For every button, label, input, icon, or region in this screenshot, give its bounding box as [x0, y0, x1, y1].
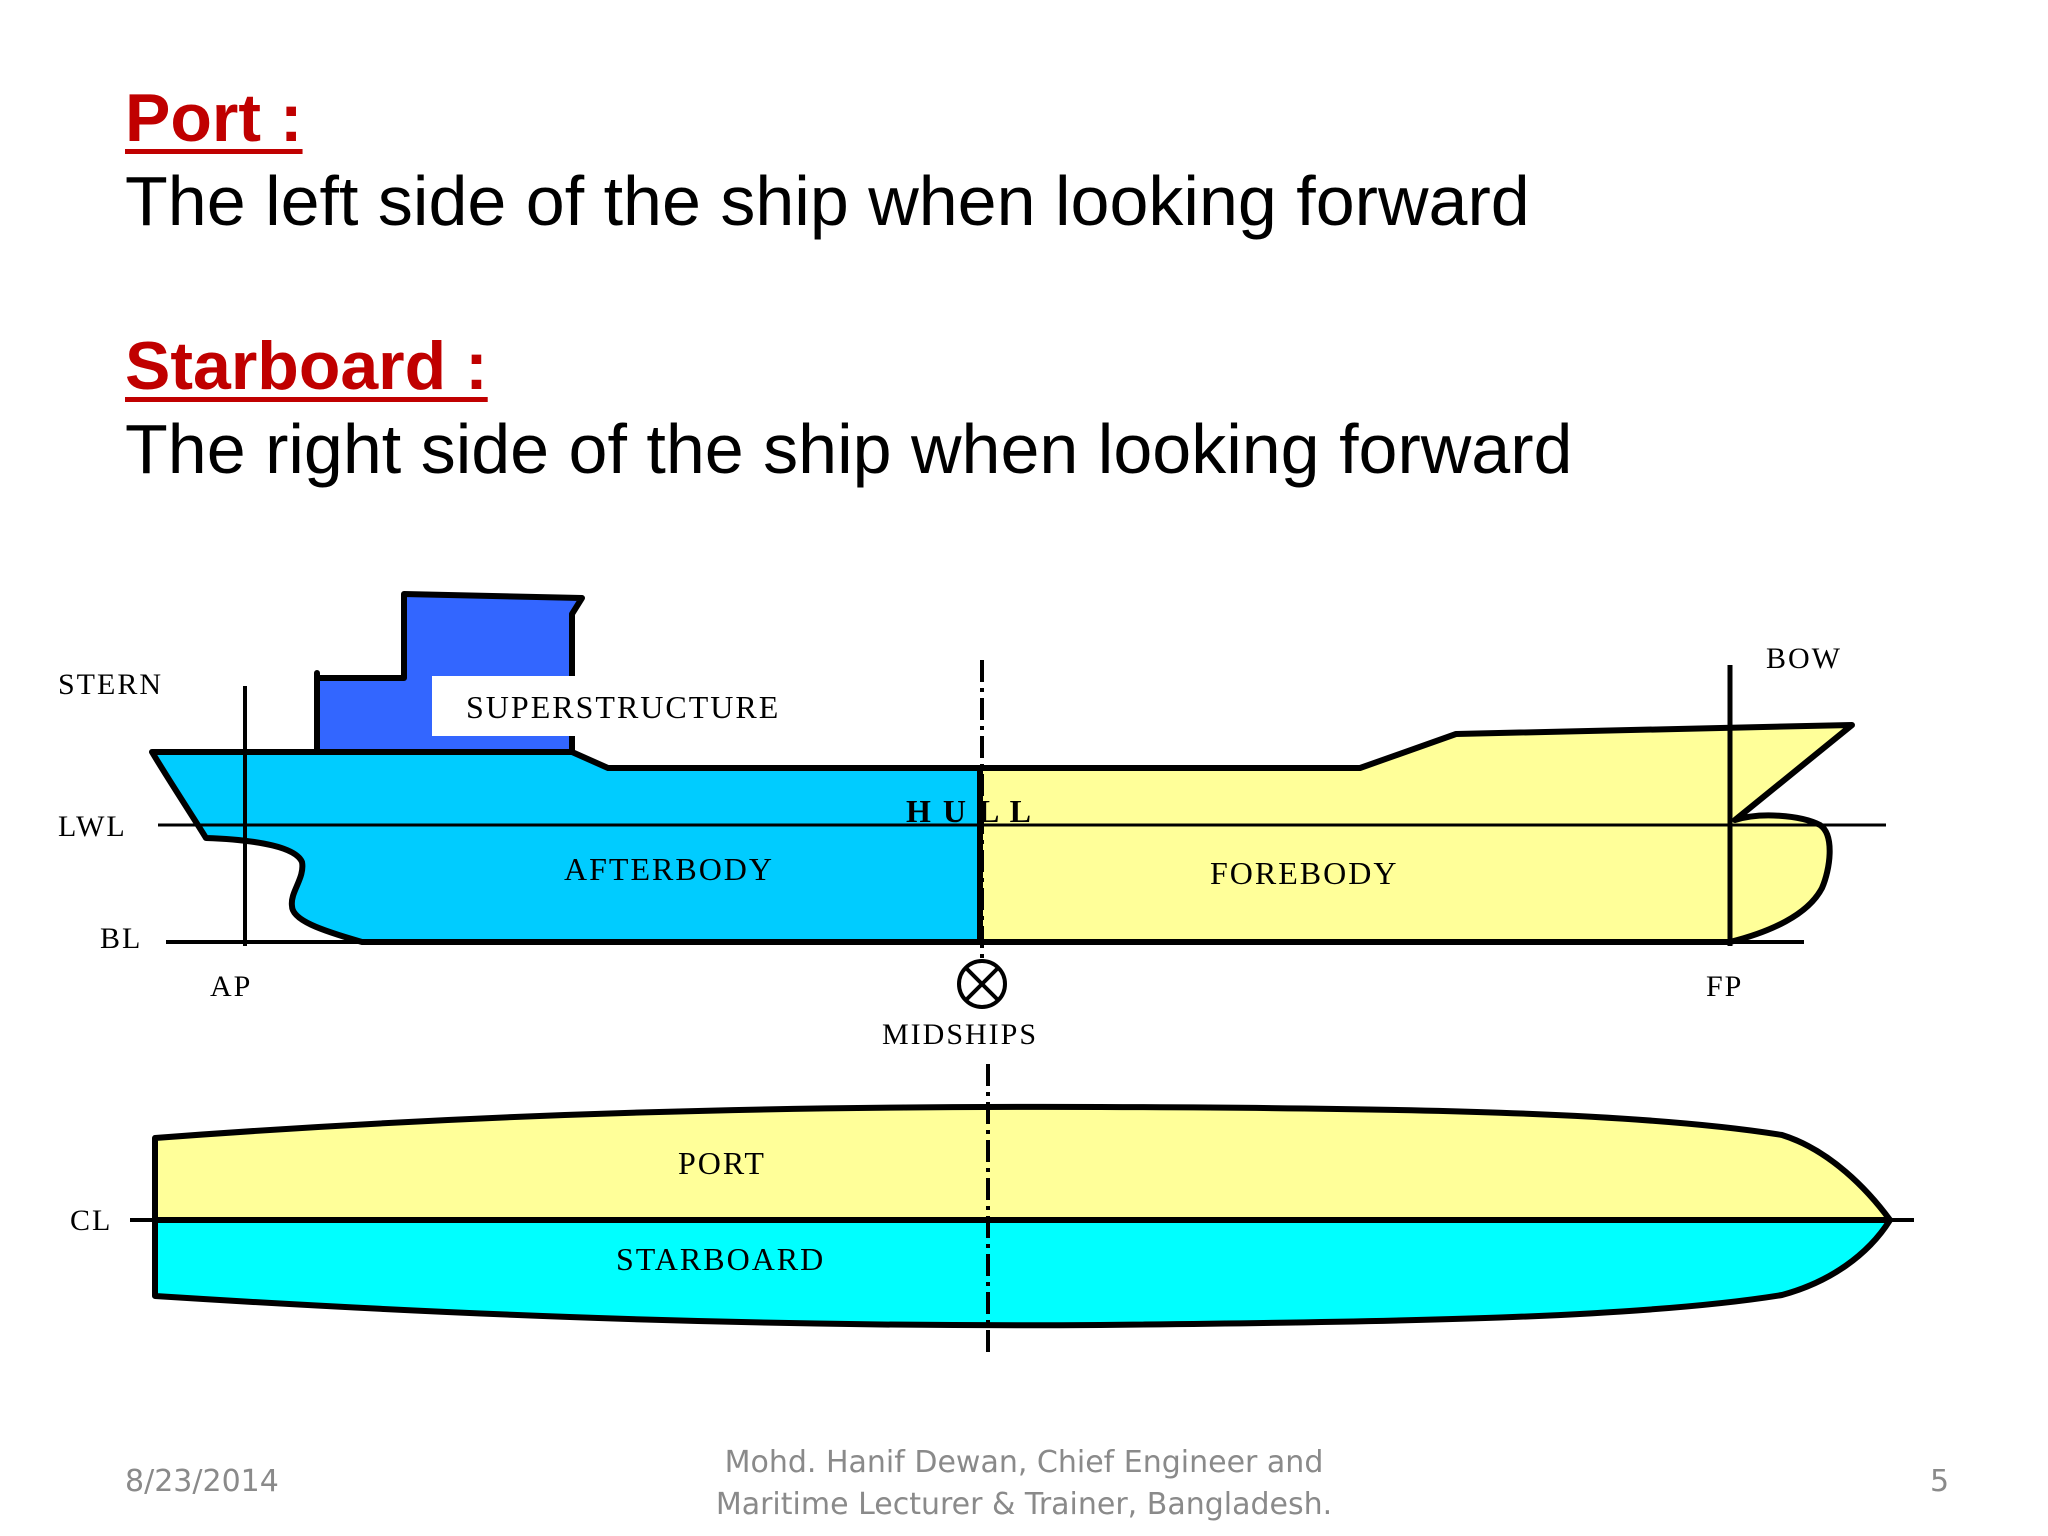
midships-label: MIDSHIPS — [882, 1018, 1038, 1051]
page-number: 5 — [1930, 1464, 1950, 1499]
midships-icon — [957, 959, 1007, 1009]
afterbody-shape — [149, 749, 983, 945]
plan-starboard-label: STARBOARD — [616, 1241, 825, 1277]
cl-label: CL — [70, 1204, 112, 1237]
forebody-shape — [977, 722, 1855, 945]
plan-port-shape — [152, 1103, 1893, 1223]
bl-label: BL — [100, 922, 142, 955]
lwl-label: LWL — [58, 810, 127, 843]
footer-author-line1: Mohd. Hanif Dewan, Chief Engineer and — [724, 1445, 1324, 1480]
plan-port-label: PORT — [678, 1145, 766, 1181]
plan-starboard-shape — [152, 1217, 1893, 1329]
hull-label: H U L L — [906, 793, 1033, 829]
footer-author: Mohd. Hanif Dewan, Chief Engineer and Ma… — [0, 1442, 2048, 1526]
plan-view: PORT STARBOARD CL — [70, 1064, 1922, 1358]
fp-label: FP — [1706, 970, 1743, 1003]
starboard-heading: Starboard : — [125, 328, 488, 404]
stern-label: STERN — [58, 668, 163, 701]
forebody-label: FOREBODY — [1210, 855, 1398, 891]
starboard-description: The right side of the ship when looking … — [125, 410, 1573, 488]
superstructure-label: SUPERSTRUCTURE — [466, 689, 780, 725]
side-profile: STERN BOW SUPERSTRUCTURE H U L L LWL BL … — [58, 591, 1886, 1051]
afterbody-label: AFTERBODY — [564, 851, 774, 887]
port-heading: Port : — [125, 80, 303, 156]
footer-date: 8/23/2014 — [125, 1464, 279, 1499]
ap-label: AP — [210, 970, 252, 1003]
footer-author-line2: Maritime Lecturer & Trainer, Bangladesh. — [715, 1487, 1333, 1522]
superstructure-label-bg — [432, 676, 842, 736]
port-description: The left side of the ship when looking f… — [125, 162, 1530, 240]
bow-label: BOW — [1766, 642, 1842, 675]
